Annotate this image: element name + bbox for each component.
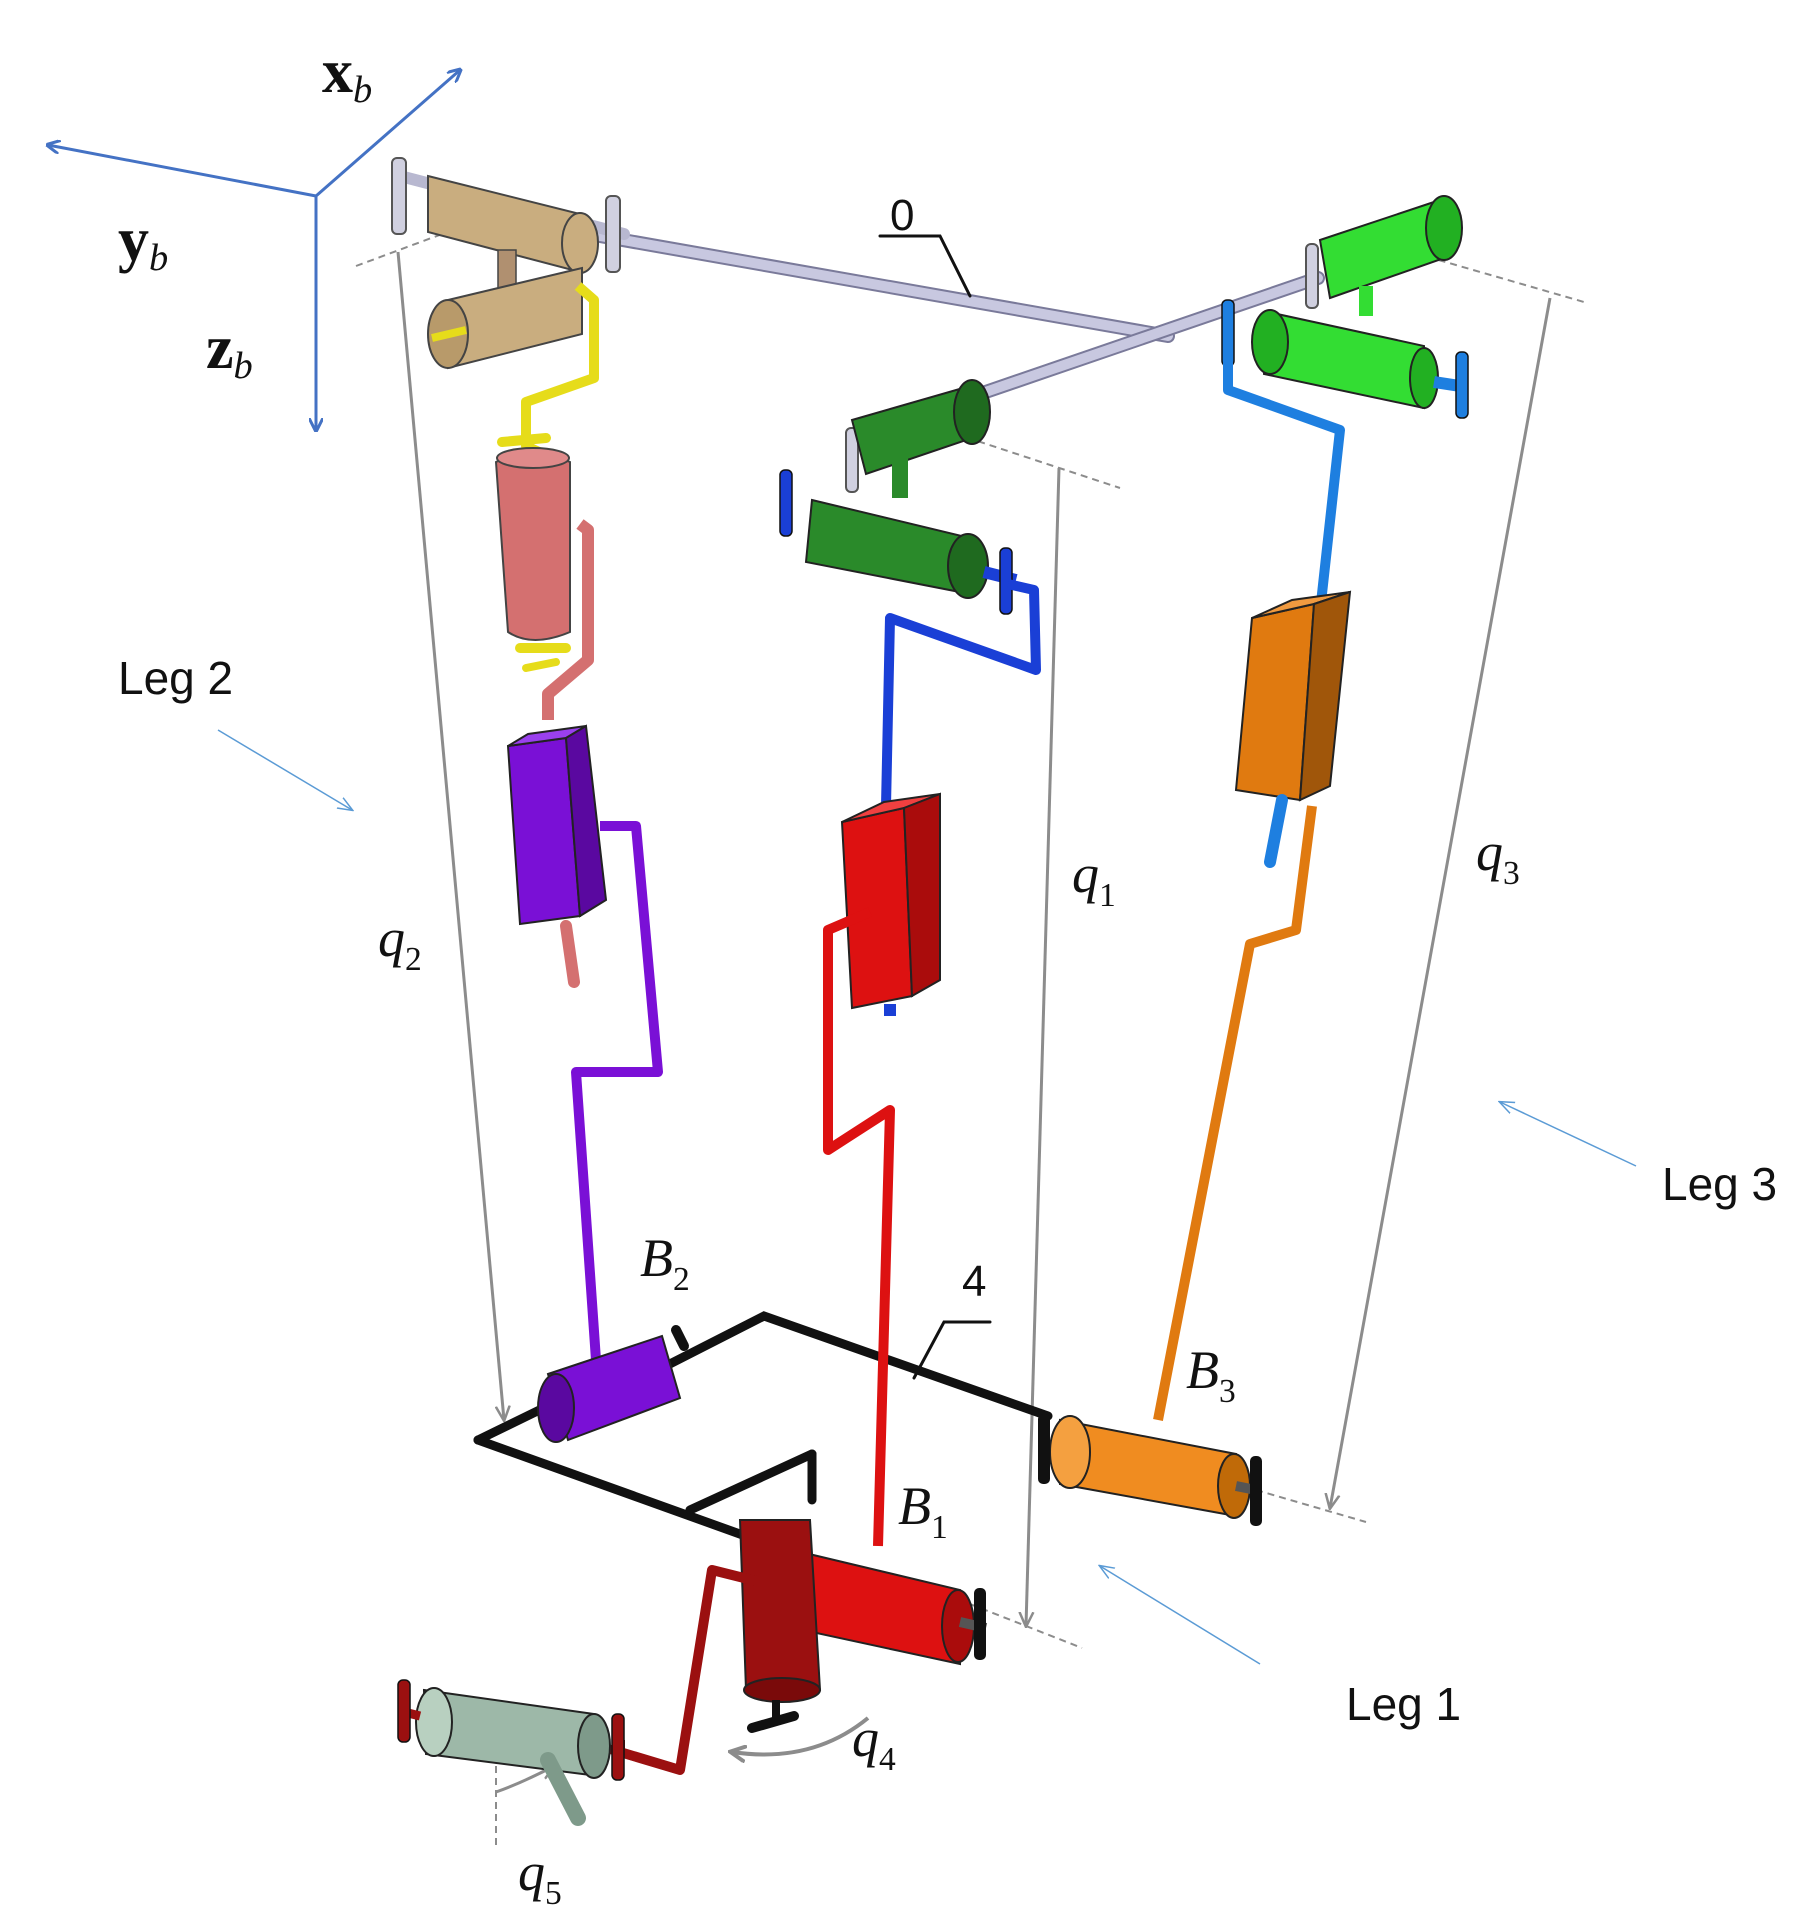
end-effector-end — [577, 1713, 611, 1779]
leg2-top-axle-cap-l — [391, 157, 407, 235]
q4-rotation-arrow — [732, 1716, 870, 1754]
leg3-green-cylinder-2-rear — [1409, 347, 1439, 409]
end-effector-front — [415, 1687, 453, 1757]
wrist-cylinder-bottom — [743, 1677, 821, 1703]
platform-frame-cross — [685, 1449, 817, 1515]
y-axis-arrow — [48, 145, 317, 198]
leg1-axle-cap-top — [845, 427, 859, 493]
platform-frame-back — [653, 1311, 1053, 1421]
leg1-blue-cap-l — [779, 469, 793, 537]
leg3-leader-arrow — [1500, 1102, 1637, 1167]
q2-dimension-arrow — [396, 251, 504, 1420]
q1-dimension-arrow — [1026, 467, 1061, 1626]
wrist-end-effector — [397, 1519, 822, 1826]
leg2-purple-box-side — [564, 724, 608, 918]
platform-link-label: 4 — [962, 1257, 986, 1306]
leg2-pink-side-rod — [542, 519, 594, 720]
leg1-red-link — [823, 907, 895, 1547]
b3-label: B3 — [1186, 1340, 1236, 1410]
base-frame-axes — [48, 70, 460, 430]
leg2-tan-cylinder-2 — [447, 266, 583, 370]
leg3-green-cylinder-2 — [1262, 310, 1425, 410]
q1-label: q1 — [1072, 844, 1116, 914]
leg2-pink-cylinder-top — [496, 447, 570, 469]
q3-bottom-ref — [1255, 1489, 1367, 1523]
platform-frame-front — [473, 1435, 795, 1557]
q3-dimension-arrow — [1330, 297, 1552, 1508]
leg2-leader-arrow — [217, 729, 352, 810]
leg2-yellow-pin — [497, 433, 551, 447]
leg1-blue-link — [881, 579, 1041, 807]
leg-leader-arrows — [217, 729, 1637, 1665]
y-axis-label: yb — [118, 206, 168, 279]
leg3-green-cylinder-1-end — [1425, 195, 1463, 261]
z-axis-label: zb — [206, 314, 253, 387]
x-axis-label: xb — [322, 38, 372, 111]
wrist-link-cap — [611, 1713, 625, 1781]
leg2-pink-bottom-pin-2 — [522, 658, 560, 672]
base-bar-2-face — [963, 273, 1323, 403]
leg2-purple-link — [571, 821, 663, 1361]
leg3-axle-cap — [1305, 243, 1319, 309]
leg1-red-box-front — [840, 806, 914, 1010]
leg3-blue-cap-r — [1455, 351, 1469, 419]
leg3-orange-link — [1153, 805, 1317, 1421]
leg-3-chain — [1038, 195, 1469, 1526]
q3-top-ref — [1403, 249, 1585, 303]
leg3-blue-link — [1223, 338, 1345, 613]
leg1-leader-arrow — [1100, 1566, 1261, 1665]
q3-label: q3 — [1476, 822, 1520, 892]
end-effector-tool — [540, 1752, 586, 1826]
leg1-red-box-side — [902, 792, 941, 998]
leg3-joint-cap-l — [1038, 1414, 1050, 1484]
q5-label: q5 — [518, 1842, 562, 1912]
leg1-green-cylinder-1-end — [953, 379, 991, 445]
leg1-joint-cap — [974, 1588, 986, 1660]
leg2-top-axle-cap-r — [605, 195, 621, 273]
leg3-joint-cap-r — [1250, 1456, 1262, 1526]
b2-label: B2 — [640, 1228, 690, 1298]
b1-label: B1 — [898, 1476, 948, 1546]
leg1-green-cylinder-2 — [804, 498, 971, 596]
leg2-pink-cylinder — [494, 453, 571, 641]
base-link-0 — [593, 229, 1325, 405]
x-axis-arrow — [315, 70, 460, 198]
base-bar-1-face — [595, 231, 1173, 341]
leg2-tan-axle-2 — [431, 326, 467, 342]
wrist-red-link — [615, 1565, 762, 1775]
leg3-orange-box-side — [1298, 590, 1352, 802]
leg3-orange-joint-front — [1049, 1415, 1091, 1489]
platform-link-leader — [912, 1320, 992, 1380]
q2-label: q2 — [378, 908, 422, 978]
leg3-blue-rod-bottom — [1264, 794, 1288, 868]
end-effector-cap — [397, 1679, 411, 1743]
leg1-label: Leg 1 — [1346, 1678, 1461, 1730]
base-link-leader — [878, 234, 972, 298]
leg-2-chain — [391, 157, 689, 1443]
leg3-label: Leg 3 — [1662, 1158, 1777, 1210]
leg3-green-cylinder-2-end — [1251, 309, 1289, 375]
q4-label: q4 — [852, 1708, 896, 1778]
base-link-label: 0 — [890, 191, 914, 240]
wrist-dark-red-cylinder — [738, 1519, 822, 1691]
leg2-joint-pin — [671, 1325, 689, 1351]
leg2-purple-joint-end — [537, 1373, 575, 1443]
leg2-label: Leg 2 — [118, 652, 233, 704]
leg2-tan-cylinder-1-end — [561, 212, 599, 274]
leg2-purple-rod — [560, 920, 580, 988]
leg1-green-cylinder-2-end — [947, 533, 989, 599]
